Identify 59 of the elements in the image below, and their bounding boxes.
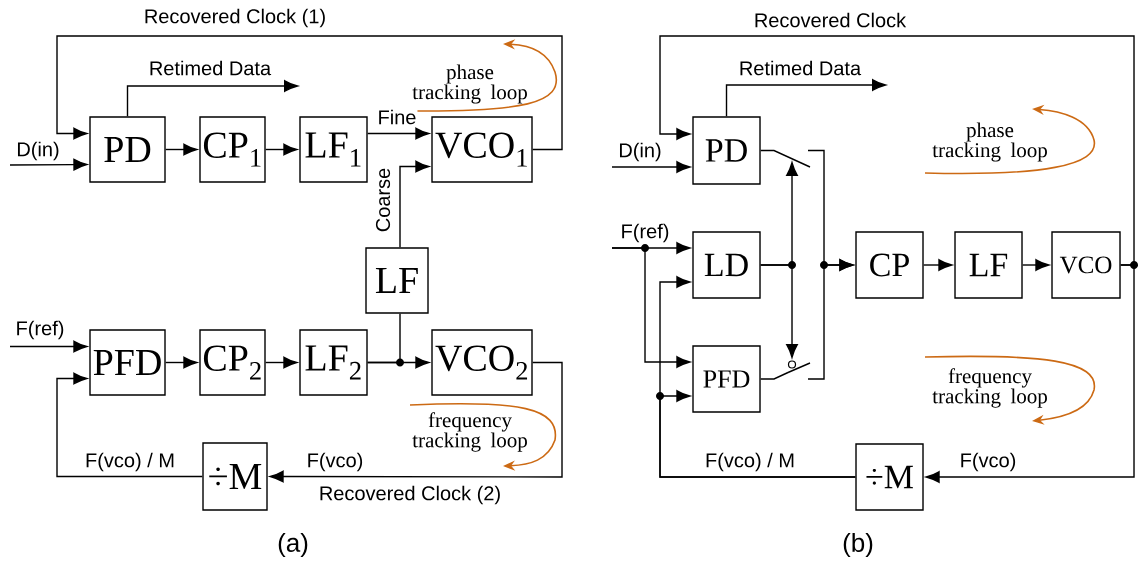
edge-label: Recovered Clock (1) bbox=[145, 8, 325, 28]
block-box: LD bbox=[692, 231, 761, 299]
block-box: PFD bbox=[89, 329, 166, 396]
signal-label: Recovered Clock (2) bbox=[320, 485, 500, 505]
block-box: ÷M bbox=[202, 442, 268, 511]
arrow bbox=[760, 264, 798, 359]
loop-label: phase tracking loop bbox=[412, 64, 527, 104]
panel-caption: (a) bbox=[278, 532, 308, 558]
edge-label: F(ref) bbox=[622, 223, 669, 243]
arrow bbox=[165, 356, 198, 369]
block-box: VCO$_{2}$ bbox=[431, 329, 533, 396]
arrow bbox=[265, 356, 298, 369]
block-box: ÷M bbox=[855, 443, 924, 511]
edge-label: F(vco) / M bbox=[706, 452, 794, 472]
edge-label: F(vco) bbox=[308, 452, 363, 472]
edge-label: Fine bbox=[379, 109, 416, 125]
block-box: LF$_{1}$ bbox=[299, 116, 368, 183]
edge-label: Retimed Data bbox=[150, 60, 272, 76]
edge-label: F(ref) bbox=[17, 320, 64, 340]
edge-label: D(in) bbox=[18, 141, 59, 161]
arrow bbox=[56, 372, 203, 478]
block-box: VCO bbox=[1051, 231, 1121, 299]
edge-label: Retimed Data bbox=[740, 60, 862, 76]
loop-label: frequency tracking loop bbox=[412, 412, 527, 452]
arrow bbox=[9, 340, 88, 353]
block-box: LF bbox=[365, 247, 429, 314]
edge-label: Coarse bbox=[375, 168, 391, 232]
block-box: LF bbox=[954, 231, 1023, 299]
arrow bbox=[611, 247, 691, 368]
edge-label: Recovered Clock bbox=[755, 12, 907, 28]
block-box: PD bbox=[692, 116, 761, 185]
block-box: VCO$_{1}$ bbox=[431, 116, 533, 183]
block-box: CP$_{2}$ bbox=[199, 329, 266, 396]
block-box: CP bbox=[855, 231, 924, 299]
loop-label: frequency tracking loop bbox=[932, 368, 1047, 408]
arrow bbox=[611, 161, 691, 173]
arrow bbox=[56, 35, 563, 151]
arrow bbox=[659, 276, 856, 478]
arrow bbox=[126, 80, 299, 117]
arrow bbox=[165, 143, 198, 156]
loop-label: phase tracking loop bbox=[932, 122, 1047, 162]
panel-caption: (b) bbox=[843, 532, 873, 558]
arrow bbox=[269, 361, 563, 483]
arrow bbox=[9, 158, 88, 171]
arrow bbox=[923, 259, 953, 271]
arrow bbox=[925, 264, 1135, 483]
block-box: CP$_{1}$ bbox=[199, 116, 266, 183]
arrow bbox=[1022, 259, 1050, 271]
block-box: PFD bbox=[692, 345, 761, 413]
arrow bbox=[725, 79, 887, 117]
arrow bbox=[399, 160, 430, 248]
block-box: PD bbox=[89, 116, 166, 183]
arrow bbox=[367, 127, 430, 140]
block-box: LF$_{2}$ bbox=[299, 329, 368, 396]
edge-label: F(vco) / M bbox=[86, 452, 174, 472]
arrow bbox=[265, 143, 298, 156]
arrow bbox=[807, 259, 854, 380]
edge-label: F(vco) bbox=[961, 452, 1016, 472]
edge-label: D(in) bbox=[620, 142, 661, 162]
